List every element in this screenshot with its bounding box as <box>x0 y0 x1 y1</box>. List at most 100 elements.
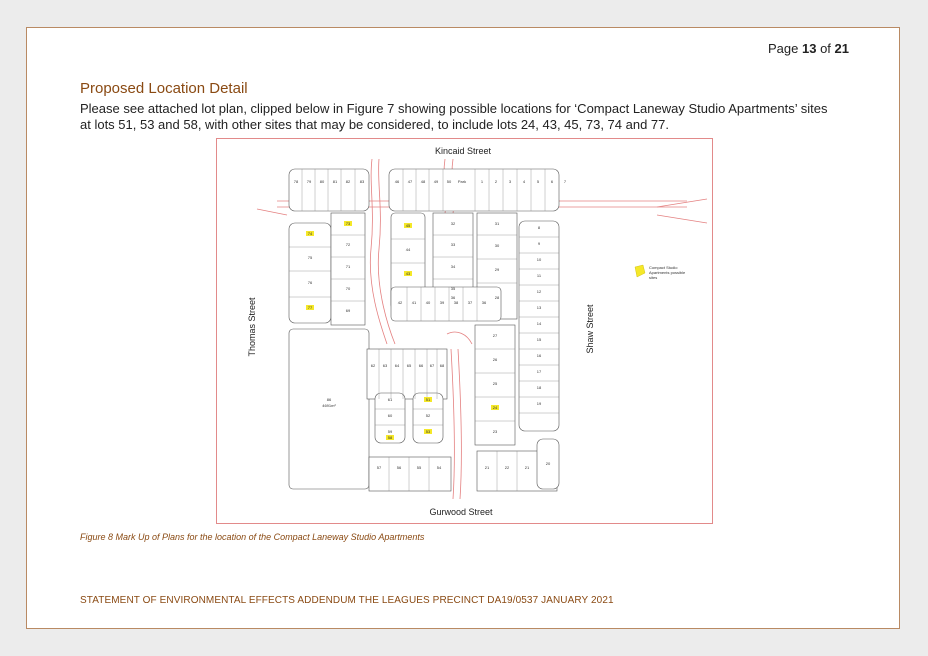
legend-line-3: sites <box>649 275 657 280</box>
lot-number-label: 9 <box>538 241 541 246</box>
lot-number-label: 51 <box>426 397 431 402</box>
lot-number-label: 50 <box>447 179 452 184</box>
lot-number-label: 75 <box>308 255 313 260</box>
lot-number-label: 28 <box>495 295 500 300</box>
intro-paragraph: Please see attached lot plan, clipped be… <box>80 101 870 133</box>
page-label-prefix: Page <box>768 41 802 56</box>
large-lot-number: 86 <box>327 397 332 402</box>
lot-number-label: 15 <box>537 337 542 342</box>
lot-number-label: 65 <box>407 363 412 368</box>
lot-number-label: 22 <box>505 465 510 470</box>
section-heading: Proposed Location Detail <box>80 80 248 97</box>
lot-number-label: 62 <box>371 363 376 368</box>
document-footer: STATEMENT OF ENVIRONMENTAL EFFECTS ADDEN… <box>80 595 614 606</box>
lot-number-label: 5 <box>537 179 540 184</box>
lot-number-label: 25 <box>493 381 498 386</box>
highlighted-lot-marker <box>424 397 432 402</box>
lot-number-label: 23 <box>493 429 498 434</box>
lot-number-label: 21 <box>525 465 530 470</box>
lot-number-label: 80 <box>320 179 325 184</box>
lot-number-label: 81 <box>333 179 338 184</box>
lot-number-label: 34 <box>451 264 456 269</box>
lot-number-label: 57 <box>377 465 382 470</box>
lot-plan-drawing: 7879808182834647484950Park12345677475767… <box>247 146 708 517</box>
figure-caption: Figure 8 Mark Up of Plans for the locati… <box>80 532 425 542</box>
lot-number-label: 43 <box>406 271 411 276</box>
lot-number-label: 11 <box>537 273 542 278</box>
street-label-east: Shaw Street <box>585 304 595 354</box>
lot-number-label: 42 <box>398 300 403 305</box>
lot-number-label: 52 <box>426 413 431 418</box>
lot-number-label: 3 <box>509 179 512 184</box>
lot-number-label: 19 <box>537 401 542 406</box>
lot-number-label: Park <box>458 179 466 184</box>
highlighted-lot-marker <box>386 435 394 440</box>
page-total: 21 <box>834 41 849 56</box>
lot-number-label: 49 <box>434 179 439 184</box>
lot-number-label: 45 <box>406 223 411 228</box>
lot-number-label: 64 <box>395 363 400 368</box>
lot-number-label: 2 <box>495 179 498 184</box>
lot-number-label: 36 <box>451 295 456 300</box>
lot-number-label: 59 <box>388 429 393 434</box>
lot-number-label: 69 <box>346 308 351 313</box>
lot-number-label: 79 <box>307 179 312 184</box>
lot-number-label: 32 <box>451 221 456 226</box>
lot-number-label: 58 <box>388 435 393 440</box>
lot-number-label: 16 <box>537 353 542 358</box>
lot-number-label: 20 <box>546 461 551 466</box>
lot-number-label: 61 <box>388 397 393 402</box>
legend-highlight-swatch <box>634 264 646 278</box>
lot-number-label: 77 <box>308 305 313 310</box>
lot-number-label: 67 <box>430 363 435 368</box>
lot-number-label: 21 <box>485 465 490 470</box>
large-lot-area: 4691m² <box>322 403 336 408</box>
lot-number-label: 68 <box>440 363 445 368</box>
highlighted-lot-marker <box>306 305 314 310</box>
intro-line-2: at lots 51, 53 and 58, with other sites … <box>80 117 669 132</box>
lot-number-label: 48 <box>421 179 426 184</box>
lot-number-label: 41 <box>412 300 417 305</box>
lot-number-label: 73 <box>346 221 351 226</box>
lot-number-label: 38 <box>454 300 459 305</box>
lot-number-label: 18 <box>537 385 542 390</box>
lot-number-label: 12 <box>537 289 542 294</box>
lot-boundaries <box>289 169 559 491</box>
lot-number-label: 35 <box>451 286 456 291</box>
highlighted-lot-marker <box>404 271 412 276</box>
lot-number-label: 31 <box>495 221 500 226</box>
lot-number-label: 40 <box>426 300 431 305</box>
intro-line-1: Please see attached lot plan, clipped be… <box>80 101 828 116</box>
street-label-north: Kincaid Street <box>435 146 492 156</box>
highlighted-lot-marker <box>491 405 499 410</box>
lot-number-label: 10 <box>537 257 542 262</box>
legend-line-1: Compact Studio <box>649 265 678 270</box>
lot-blocks <box>288 168 560 492</box>
lot-number-label: 37 <box>468 300 473 305</box>
lot-number-label: 83 <box>360 179 365 184</box>
lot-number-label: 30 <box>495 243 500 248</box>
lot-number-label: 71 <box>346 264 351 269</box>
highlighted-lots <box>306 221 499 440</box>
lot-number-label: 63 <box>383 363 388 368</box>
document-page: Page 13 of 21 Proposed Location Detail P… <box>26 27 900 629</box>
lot-number-label: 82 <box>346 179 351 184</box>
lot-number-label: 46 <box>395 179 400 184</box>
lot-number-label: 72 <box>346 242 351 247</box>
lot-number-label: 70 <box>346 286 351 291</box>
lot-number-label: 53 <box>426 429 431 434</box>
lot-number-label: 27 <box>493 333 498 338</box>
lot-number-label: 55 <box>417 465 422 470</box>
lot-number-label: 8 <box>538 225 541 230</box>
lot-number-label: 56 <box>397 465 402 470</box>
lot-number-label: 47 <box>408 179 413 184</box>
street-label-south: Gurwood Street <box>429 507 493 517</box>
lot-number-label: 29 <box>495 267 500 272</box>
page-label-of: of <box>816 41 835 56</box>
lot-number-label: 39 <box>440 300 445 305</box>
lot-number-label: 13 <box>537 305 542 310</box>
highlighted-lot-marker <box>306 231 314 236</box>
lot-number-label: 26 <box>493 357 498 362</box>
